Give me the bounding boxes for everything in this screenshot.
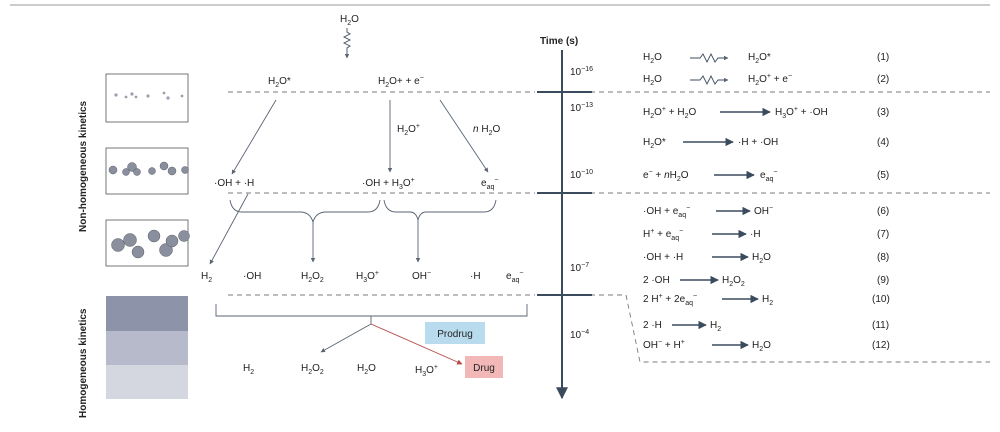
svg-text:OH−: OH− bbox=[754, 205, 773, 217]
svg-text:·OH + ·H: ·OH + ·H bbox=[643, 252, 683, 263]
species-row3-h2o2: H2O2 bbox=[301, 271, 324, 284]
reaction-7: H+ + eaq− ·H (7) bbox=[643, 228, 889, 242]
tick-label-4: 10−7 bbox=[570, 262, 589, 274]
species-row3-oh-minus: OH− bbox=[412, 270, 431, 282]
reaction-10: 2 H+ + 2eaq− H2 (10) bbox=[643, 293, 890, 307]
reaction-8: ·OH + ·H H2O (8) bbox=[643, 252, 889, 265]
time-axis-title: Time (s) bbox=[540, 36, 578, 47]
arrow-label-n-h2o: n H2O bbox=[473, 124, 500, 137]
svg-text:(8): (8) bbox=[877, 252, 889, 263]
svg-text:(4): (4) bbox=[877, 137, 889, 148]
species-final-h2: H2 bbox=[243, 363, 254, 376]
brace-left bbox=[229, 199, 381, 224]
svg-text:(12): (12) bbox=[872, 340, 890, 351]
svg-text:H2O: H2O bbox=[752, 340, 771, 353]
svg-text:(2): (2) bbox=[877, 74, 889, 85]
svg-text:(9): (9) bbox=[877, 275, 889, 286]
reaction-6: ·OH + eaq− OH− (6) bbox=[643, 205, 889, 219]
species-h2o-source: H2O bbox=[340, 14, 359, 27]
svg-text:H+ + eaq−: H+ + eaq− bbox=[643, 228, 683, 242]
svg-text:2 H+ + 2eaq−: 2 H+ + 2eaq− bbox=[643, 293, 697, 307]
species-oh-h3o: ·OH + H3O+ bbox=[362, 177, 415, 191]
species-h2o-excited: H2O* bbox=[268, 76, 291, 89]
reaction-4: H2O* ·H + ·OH (4) bbox=[643, 137, 889, 150]
reaction-11: 2 ·H H2 (11) bbox=[643, 320, 889, 333]
species-final-h3o: H3O+ bbox=[415, 364, 438, 378]
tick-label-3: 10−10 bbox=[570, 169, 593, 181]
svg-text:(7): (7) bbox=[877, 229, 889, 240]
svg-text:H2O+ + e−: H2O+ + e− bbox=[748, 73, 792, 87]
svg-text:H2O: H2O bbox=[643, 52, 662, 65]
svg-text:(5): (5) bbox=[877, 170, 889, 181]
species-row3-h3o: H3O+ bbox=[356, 270, 379, 284]
svg-text:·OH + eaq−: ·OH + eaq− bbox=[643, 205, 690, 219]
species-row3-h2: H2 bbox=[201, 271, 212, 284]
svg-text:2 ·H: 2 ·H bbox=[643, 320, 662, 331]
reaction-3: H2O+ + H2O H3O+ + ·OH (3) bbox=[643, 106, 889, 120]
homogeneous-stack bbox=[106, 296, 188, 399]
tick-label-2: 10−13 bbox=[570, 102, 593, 114]
species-final-h2o: H2O bbox=[357, 363, 376, 376]
reaction-5: e− + nH2O eaq− (5) bbox=[643, 169, 889, 183]
brace-right bbox=[383, 199, 497, 221]
species-final-h2o2: H2O2 bbox=[301, 363, 324, 376]
radiation-squiggle bbox=[342, 28, 352, 59]
svg-text:·H + ·OH: ·H + ·OH bbox=[738, 137, 778, 148]
svg-text:2 ·OH: 2 ·OH bbox=[643, 275, 670, 286]
arrow-label-h2o-plus: H2O+ bbox=[397, 123, 420, 137]
side-label-homogeneous: Homogeneous kinetics bbox=[78, 308, 89, 418]
species-oh-h: ·OH + ·H bbox=[214, 178, 254, 189]
drug-label: Drug bbox=[473, 363, 495, 374]
stage-box-2 bbox=[105, 147, 189, 195]
svg-text:e− + nH2O: e− + nH2O bbox=[643, 169, 689, 183]
species-row3-oh: ·OH bbox=[243, 271, 261, 282]
svg-text:H2O: H2O bbox=[643, 74, 662, 87]
stage-box-3 bbox=[105, 219, 190, 267]
svg-text:H2: H2 bbox=[762, 294, 773, 307]
svg-text:eaq−: eaq− bbox=[760, 169, 777, 183]
tick-label-5: 10−4 bbox=[570, 329, 589, 341]
side-label-non-homogeneous: Non-homogeneous kinetics bbox=[78, 100, 89, 232]
svg-text:(3): (3) bbox=[877, 107, 889, 118]
svg-text:·H: ·H bbox=[750, 229, 761, 240]
reaction-1: H2O H2O* (1) bbox=[643, 52, 889, 65]
mechanism: H2O H2O* H2O+ + e− H2O+ n H2O ·OH + ·H ·… bbox=[201, 14, 528, 378]
svg-text:H2O: H2O bbox=[752, 252, 771, 265]
svg-text:H2: H2 bbox=[710, 320, 721, 333]
svg-text:H2O*: H2O* bbox=[748, 52, 771, 65]
svg-text:(6): (6) bbox=[877, 206, 889, 217]
species-h2o-plus-electron: H2O+ + e− bbox=[378, 75, 424, 89]
reaction-9: 2 ·OH H2O2 (9) bbox=[643, 275, 889, 288]
reactions-list: H2O H2O* (1) H2O H2O+ + e− (2) H2O+ + H2… bbox=[643, 52, 890, 353]
time-axis: Time (s) 10−16 10−13 10−10 10−7 10−4 bbox=[537, 36, 593, 400]
drug-activation-arrow bbox=[370, 323, 463, 365]
svg-text:(1): (1) bbox=[877, 52, 889, 63]
bottom-bracket bbox=[215, 304, 528, 317]
dashed-separators bbox=[228, 91, 990, 363]
svg-text:H3O+ + ·OH: H3O+ + ·OH bbox=[775, 106, 828, 120]
prodrug-label: Prodrug bbox=[437, 329, 473, 340]
prodrug-box bbox=[425, 322, 485, 344]
species-row3-eaq: eaq− bbox=[506, 270, 523, 284]
svg-text:(11): (11) bbox=[872, 320, 889, 331]
svg-text:(10): (10) bbox=[872, 294, 890, 305]
species-row3-h: ·H bbox=[470, 271, 481, 282]
svg-text:H2O+ + H2O: H2O+ + H2O bbox=[643, 106, 697, 120]
drug-box bbox=[465, 356, 503, 378]
svg-text:OH− + H+: OH− + H+ bbox=[643, 339, 685, 351]
reaction-12: OH− + H+ H2O (12) bbox=[643, 339, 890, 353]
stage-box-1 bbox=[105, 73, 189, 123]
svg-text:H2O*: H2O* bbox=[643, 137, 666, 150]
tick-label-1: 10−16 bbox=[570, 66, 593, 78]
species-eaq: eaq− bbox=[481, 177, 498, 191]
svg-text:H2O2: H2O2 bbox=[722, 275, 745, 288]
reaction-2: H2O H2O+ + e− (2) bbox=[643, 73, 889, 87]
